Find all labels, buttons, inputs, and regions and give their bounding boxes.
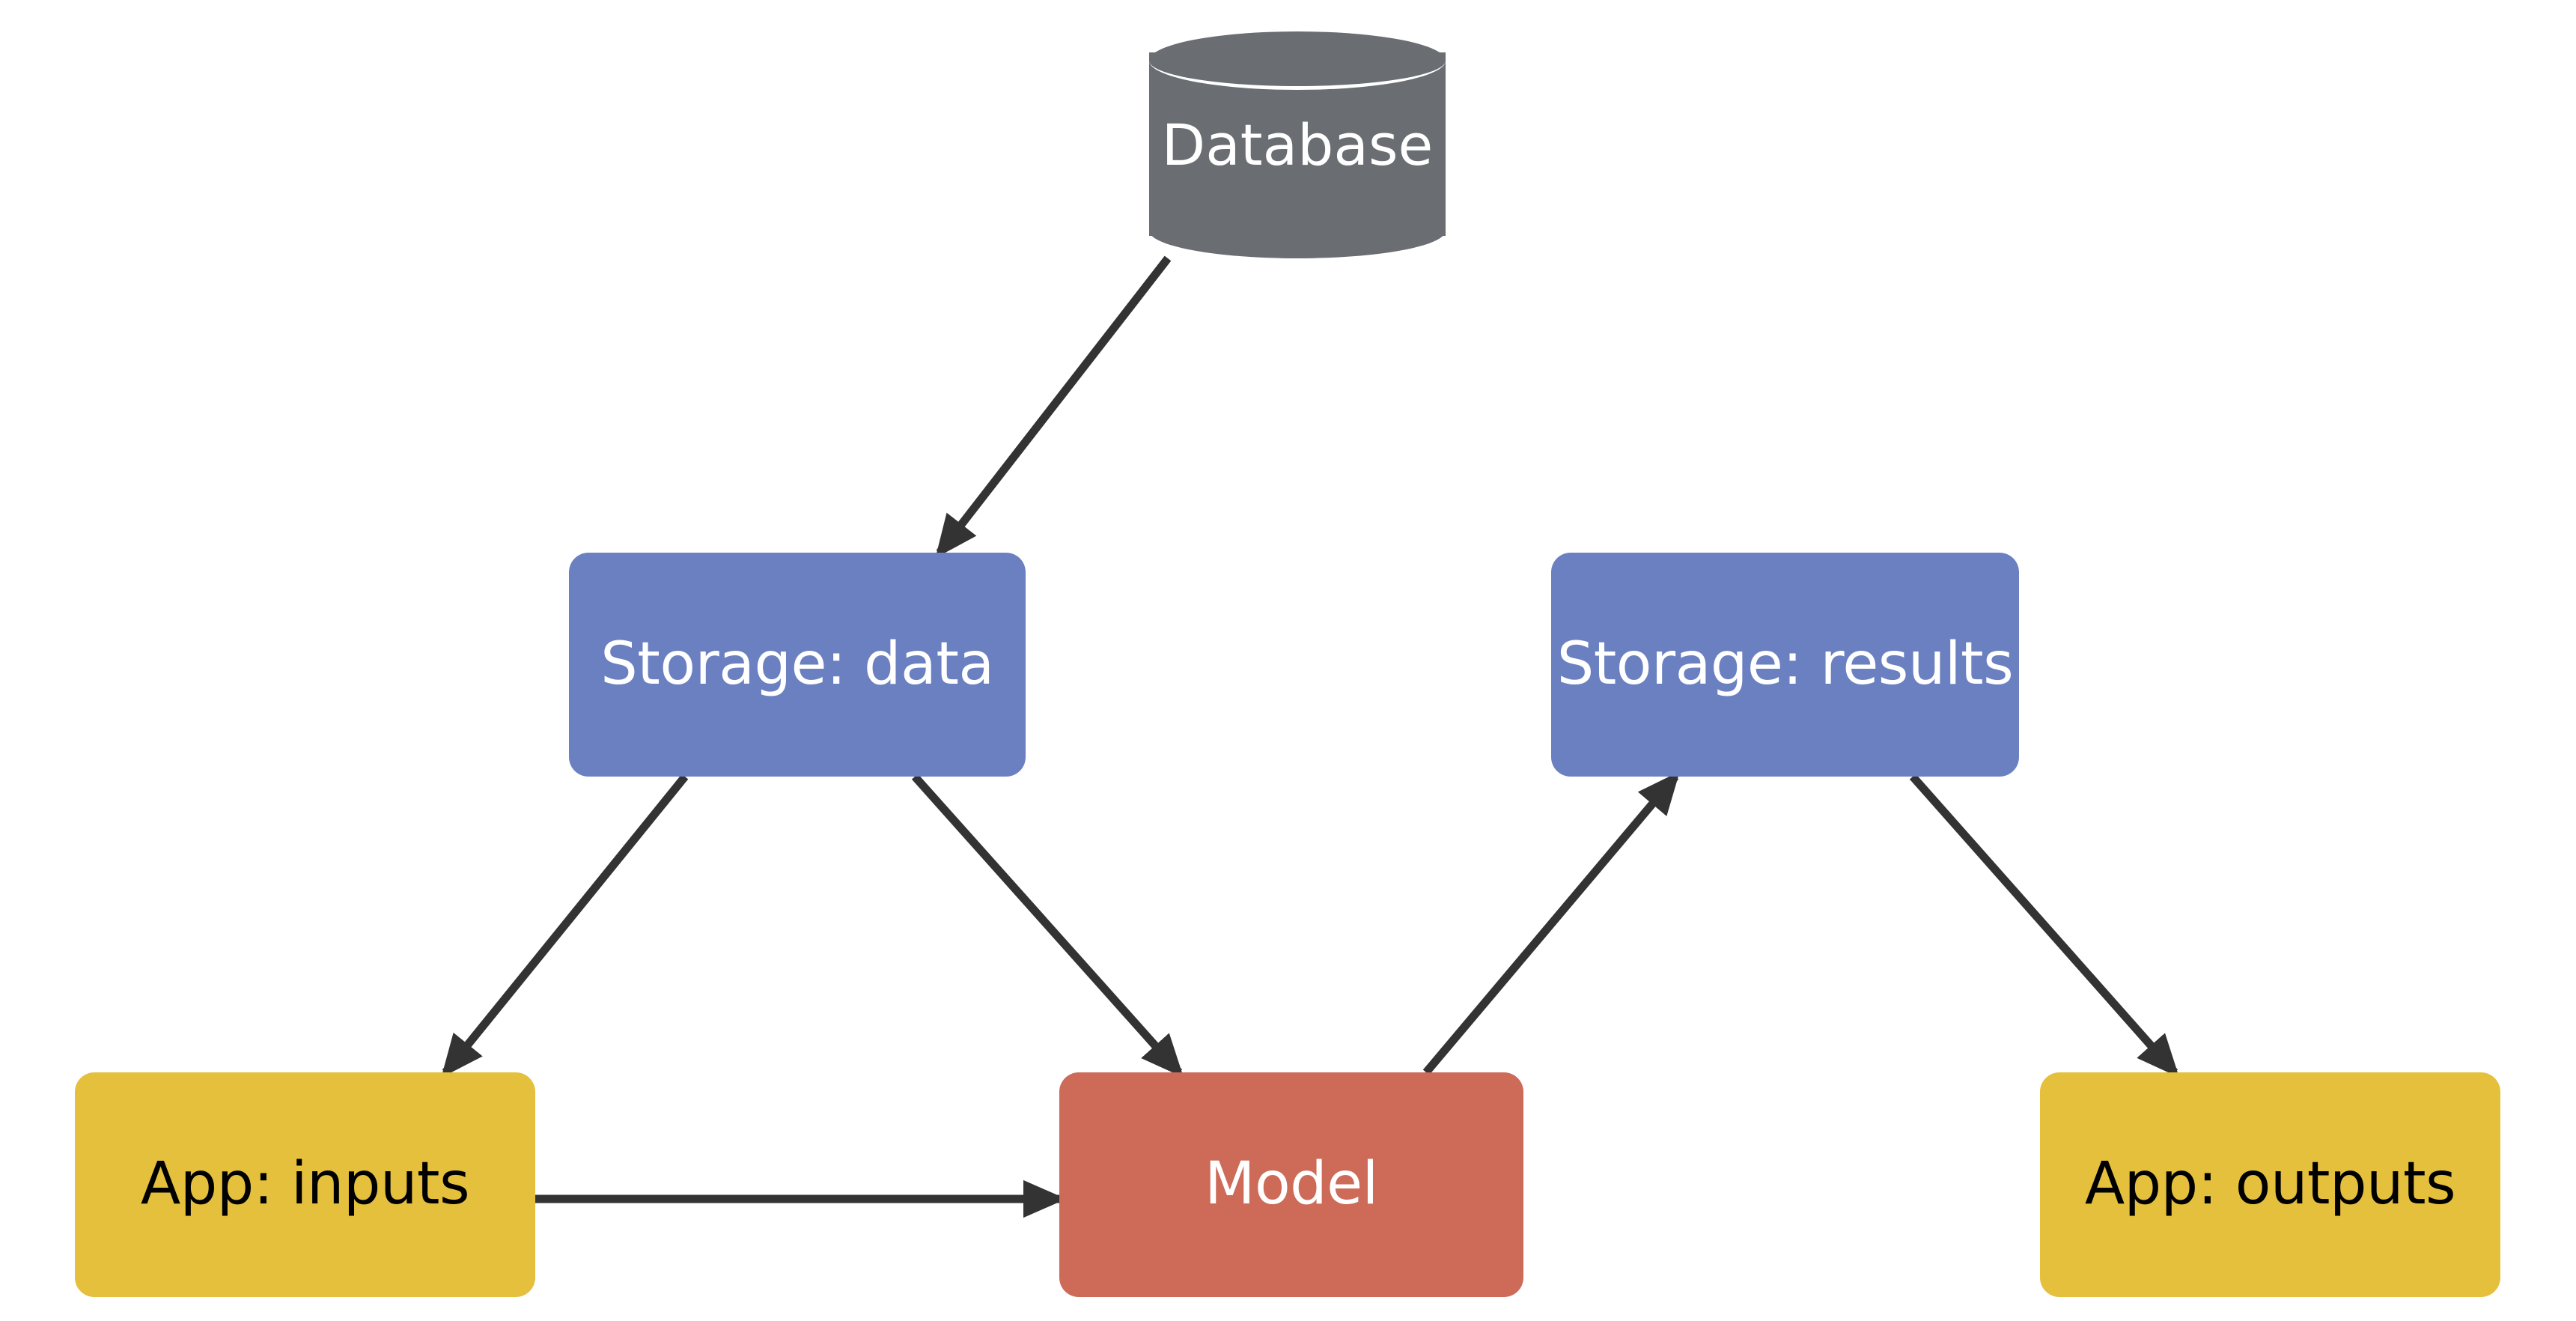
cylinder-bottom-ellipse: [1149, 203, 1446, 258]
edge-database-to-storage-data: [935, 255, 1172, 559]
node-label-storage-results: Storage: results: [1556, 630, 2014, 698]
node-database[interactable]: Database: [1149, 31, 1446, 258]
node-label-storage-data: Storage: data: [600, 630, 994, 698]
node-storage-results[interactable]: Storage: results: [1551, 553, 2019, 777]
node-storage-data[interactable]: Storage: data: [569, 553, 1026, 777]
cylinder-top-ellipse: [1149, 31, 1446, 90]
edge-storage-data-to-app-inputs: [441, 774, 689, 1078]
edge-storage-results-to-app-outputs: [1909, 774, 2180, 1078]
node-model[interactable]: Model: [1059, 1072, 1523, 1297]
edge-model-to-storage-results: [1422, 771, 1680, 1075]
node-label-app-inputs: App: inputs: [140, 1150, 470, 1218]
node-app-inputs[interactable]: App: inputs: [75, 1072, 535, 1297]
node-label-app-outputs: App: outputs: [2084, 1150, 2456, 1218]
node-app-outputs[interactable]: App: outputs: [2040, 1072, 2500, 1297]
edge-storage-data-to-model: [911, 774, 1184, 1078]
node-label-database: Database: [1161, 112, 1434, 178]
node-label-model: Model: [1205, 1150, 1378, 1218]
